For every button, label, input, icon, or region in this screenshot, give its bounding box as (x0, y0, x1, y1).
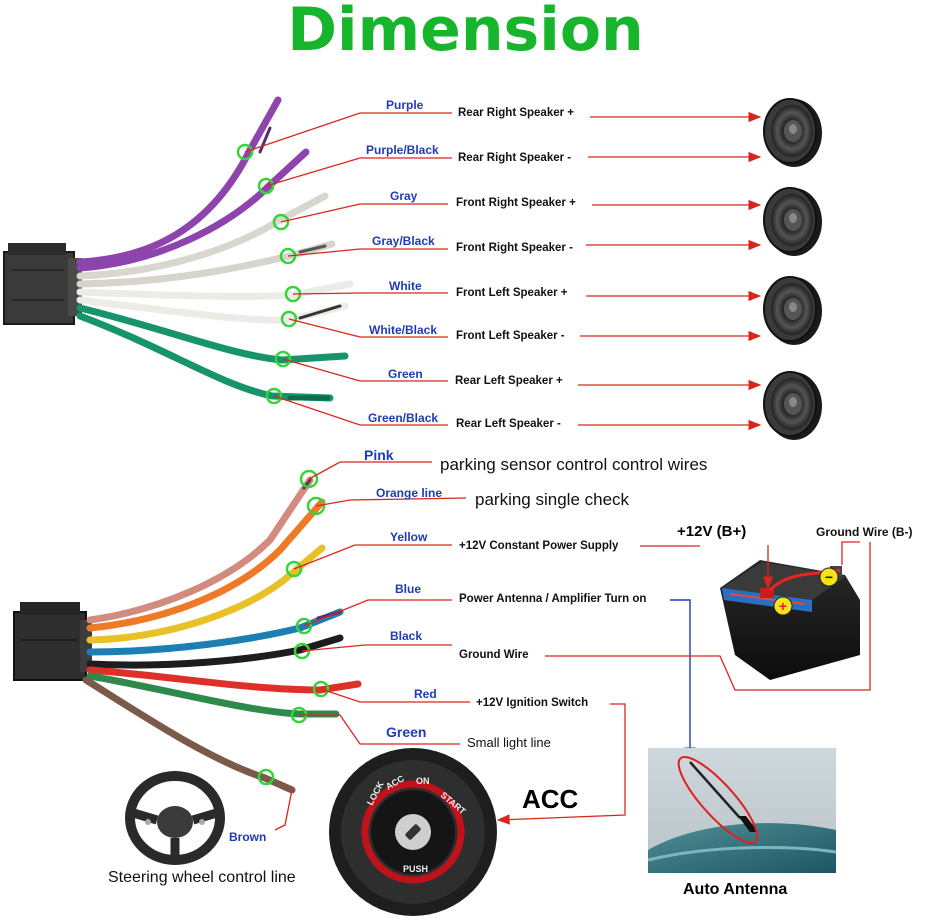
wire-label-red: Red (414, 687, 437, 701)
leader-line (265, 157, 452, 187)
antenna-photo (647, 748, 837, 873)
wire-label-purple-black: Purple/Black (366, 143, 439, 157)
battery-ground-label: Ground Wire (B-) (816, 525, 913, 539)
battery-ground-leader (841, 541, 860, 565)
upper-connector (3, 243, 82, 325)
speaker-icon (763, 276, 822, 345)
upper-harness (3, 96, 354, 402)
brown-leader-line (274, 789, 293, 831)
wire-label-white: White (389, 279, 422, 293)
leader-line (293, 544, 452, 570)
leader-line (282, 358, 448, 382)
dest-rear-right-minus: Rear Right Speaker - (458, 152, 572, 164)
leader-line (292, 292, 448, 295)
dest-rear-left-plus: Rear Left Speaker + (455, 375, 563, 387)
battery-positive-label: +12V (B+) (677, 523, 747, 540)
wire-label-gray: Gray (390, 189, 418, 203)
upper-wires (76, 96, 354, 402)
wire-label-black: Black (390, 629, 423, 643)
lower-harness (13, 476, 362, 794)
wire-label-pink: Pink (364, 447, 394, 463)
wire-label-orange: Orange line (376, 486, 443, 500)
dest-parking-check: parking single check (475, 490, 630, 509)
wire-label-green-lower: Green (386, 724, 427, 740)
antenna-label: Auto Antenna (683, 881, 788, 898)
dest-front-right-minus: Front Right Speaker - (456, 242, 573, 254)
dest-rear-right-plus: Rear Right Speaker + (458, 107, 575, 119)
leader-line (287, 248, 448, 257)
speaker-icon (763, 98, 822, 167)
battery-minus-icon: − (825, 569, 833, 585)
car-battery: + − (720, 560, 860, 680)
lower-markers (257, 469, 330, 786)
leader-line (301, 644, 452, 652)
dest-parking-sensor: parking sensor control control wires (440, 455, 708, 474)
leader-line (299, 714, 460, 745)
ignition-position-label: ON (416, 776, 430, 786)
dest-small-light: Small light line (467, 735, 551, 750)
dest-ground-wire: Ground Wire (459, 649, 529, 661)
ground-wire-leader (545, 542, 871, 691)
wire-label-green: Green (388, 367, 423, 381)
speaker-icon (763, 371, 822, 440)
wire-label-yellow: Yellow (390, 530, 428, 544)
wire-label-white-black: White/Black (369, 323, 438, 337)
leader-line (280, 203, 448, 223)
wire-label-blue: Blue (395, 582, 422, 596)
leader-line (315, 497, 467, 507)
lower-connector (13, 602, 92, 681)
lower-leader-lines (293, 461, 700, 745)
wire-label-green-black: Green/Black (368, 411, 439, 425)
wire-label-gray-black: Gray/Black (372, 234, 435, 248)
ignition-position-label: PUSH (403, 864, 428, 874)
dest-ignition: +12V Ignition Switch (476, 697, 589, 709)
ignition-leader (496, 703, 626, 825)
acc-label: ACC (522, 784, 579, 814)
leader-line (308, 461, 432, 480)
leader-line (303, 599, 452, 627)
upper-leader-lines (244, 111, 762, 431)
lower-wires (82, 476, 362, 794)
speaker-icon (763, 187, 822, 256)
leader-line (273, 395, 448, 426)
antenna-leader-line (670, 599, 696, 762)
dest-rear-left-minus: Rear Left Speaker - (456, 418, 561, 430)
upper-markers (236, 143, 302, 405)
leader-line (244, 112, 452, 153)
battery-plus-icon: + (779, 598, 787, 614)
dest-power-antenna: Power Antenna / Amplifier Turn on (459, 593, 647, 605)
dest-steering-wheel: Steering wheel control line (108, 869, 296, 886)
wire-label-brown: Brown (229, 830, 267, 844)
dest-front-left-minus: Front Left Speaker - (456, 330, 565, 342)
page-title: Dimension (287, 0, 644, 65)
leader-line (288, 318, 448, 338)
leader-line (320, 688, 470, 703)
steering-wheel-icon (125, 771, 225, 865)
dest-front-left-plus: Front Left Speaker + (456, 287, 568, 299)
dest-constant-power: +12V Constant Power Supply (459, 540, 619, 552)
dest-front-right-plus: Front Right Speaker + (456, 197, 576, 209)
wire-label-purple: Purple (386, 98, 424, 112)
speakers (763, 98, 822, 440)
